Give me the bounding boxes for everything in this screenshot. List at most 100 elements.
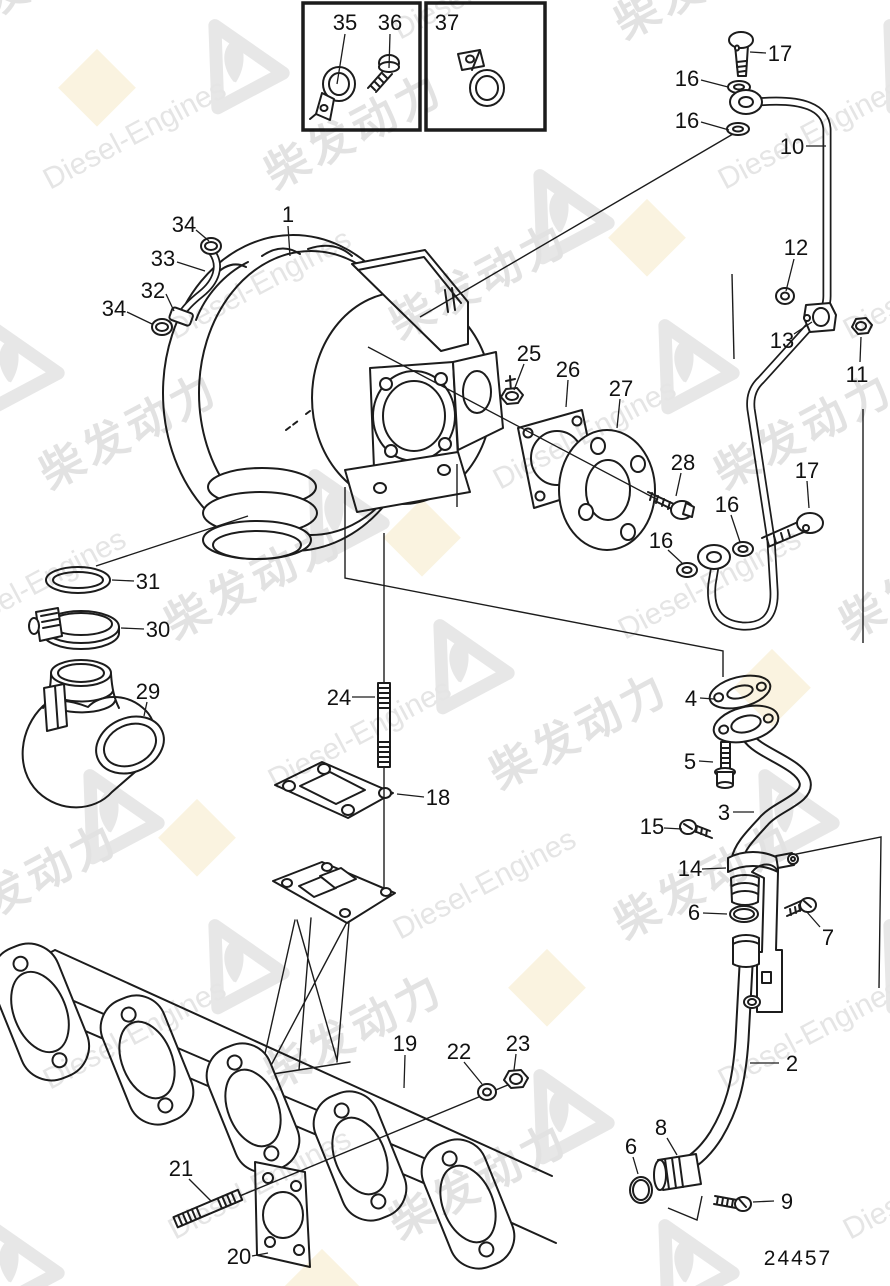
hose-clamp-30	[28, 607, 120, 650]
part-label-21: 21	[169, 1156, 193, 1181]
screw-7	[784, 897, 817, 917]
pipe-collar	[732, 934, 760, 968]
inset-box-1	[301, 1, 422, 132]
connector-32	[168, 306, 194, 327]
hose-sleeve	[730, 874, 760, 906]
stud-24	[377, 682, 391, 768]
clamp-13	[803, 302, 837, 333]
o-ring-6-upper	[729, 905, 759, 923]
part-label-16: 16	[675, 66, 699, 91]
part-label-29: 29	[136, 679, 160, 704]
part-label-32: 32	[141, 278, 165, 303]
leader-line-16	[700, 121, 730, 131]
leader-line-26	[565, 379, 569, 408]
part-label-37: 37	[435, 10, 459, 35]
part-label-7: 7	[822, 925, 834, 950]
leader-line-12	[785, 258, 795, 292]
part-label-19: 19	[393, 1031, 417, 1056]
leader-line-4	[699, 697, 715, 700]
part-label-35: 35	[333, 10, 357, 35]
part-label-28: 28	[671, 450, 695, 475]
leader-line-14	[701, 867, 727, 870]
pipe-clamp-14	[727, 851, 799, 873]
part-label-23: 23	[506, 1031, 530, 1056]
nut-11	[851, 317, 873, 335]
leader-line-5	[698, 760, 714, 763]
gasket-18	[274, 761, 394, 819]
leader-line-8	[666, 1137, 678, 1156]
part-label-34: 34	[102, 296, 126, 321]
leader-line-13	[793, 321, 813, 335]
leader-line-6	[702, 912, 728, 915]
part-label-4: 4	[685, 686, 697, 711]
part-label-3: 3	[718, 800, 730, 825]
washer-16-b	[726, 122, 750, 136]
leader-line-29	[143, 701, 148, 717]
leader-line-31	[111, 579, 135, 582]
part-label-20: 20	[227, 1244, 251, 1269]
leader-line-16	[730, 514, 741, 543]
part-label-30: 30	[146, 617, 170, 642]
part-label-8: 8	[655, 1115, 667, 1140]
stud-21	[172, 1188, 244, 1229]
part-label-15: 15	[640, 814, 664, 839]
leader-line-9	[752, 1200, 775, 1203]
part-label-16: 16	[675, 108, 699, 133]
part-label-27: 27	[609, 376, 633, 401]
leader-line-30	[120, 627, 145, 630]
leader-line-6	[632, 1156, 639, 1175]
oil-return-pipe-3	[730, 730, 812, 867]
leader-line-16	[667, 549, 683, 564]
banjo-bolt-17-top	[728, 31, 754, 77]
part-label-36: 36	[378, 10, 402, 35]
part-label-31: 31	[136, 569, 160, 594]
inset-box-2	[424, 1, 547, 132]
part-label-6: 6	[688, 900, 700, 925]
part-label-34: 34	[172, 212, 196, 237]
part-label-13: 13	[770, 328, 794, 353]
turbocharger	[162, 234, 516, 560]
exhaust-manifold-19	[0, 861, 557, 1270]
leader-line-22	[463, 1061, 483, 1085]
bolt-5	[714, 741, 736, 789]
leader-line-34	[126, 311, 153, 325]
bolt-28	[647, 491, 695, 520]
banjo-union-top	[729, 89, 763, 115]
banjo-bolt-17-mid	[761, 512, 824, 548]
screw-9	[713, 1195, 752, 1212]
hose-clamp-34-lower	[151, 318, 173, 336]
leader-line-23	[513, 1053, 517, 1071]
part-label-14: 14	[678, 856, 702, 881]
nut-25	[500, 387, 524, 405]
leader-line-18	[396, 793, 425, 798]
leader-line-35	[336, 33, 346, 85]
part-label-33: 33	[151, 246, 175, 271]
part-label-24: 24	[327, 685, 351, 710]
screw-15	[679, 819, 713, 839]
hose-clamp-34-upper	[200, 237, 222, 255]
leader-line-16	[700, 79, 729, 88]
leader-line-28	[675, 472, 682, 497]
part-label-9: 9	[781, 1189, 793, 1214]
part-label-12: 12	[784, 235, 808, 260]
clamp-37	[457, 49, 505, 107]
gasket-4	[708, 674, 780, 744]
part-label-16: 16	[715, 492, 739, 517]
grommet-12	[775, 287, 795, 305]
part-label-10: 10	[780, 134, 804, 159]
flange-27	[558, 429, 656, 551]
o-ring-6-lower	[629, 1176, 653, 1204]
part-label-16: 16	[649, 528, 673, 553]
fitting-8	[653, 1153, 702, 1191]
leader-line-33	[176, 261, 206, 272]
oil-drain-pipe-2	[672, 958, 754, 1176]
banjo-union-mid	[697, 544, 731, 570]
breather-hose-33	[177, 248, 221, 319]
part-label-6: 6	[625, 1134, 637, 1159]
part-label-17: 17	[768, 41, 792, 66]
leader-line-11	[859, 336, 862, 363]
part-label-26: 26	[556, 357, 580, 382]
